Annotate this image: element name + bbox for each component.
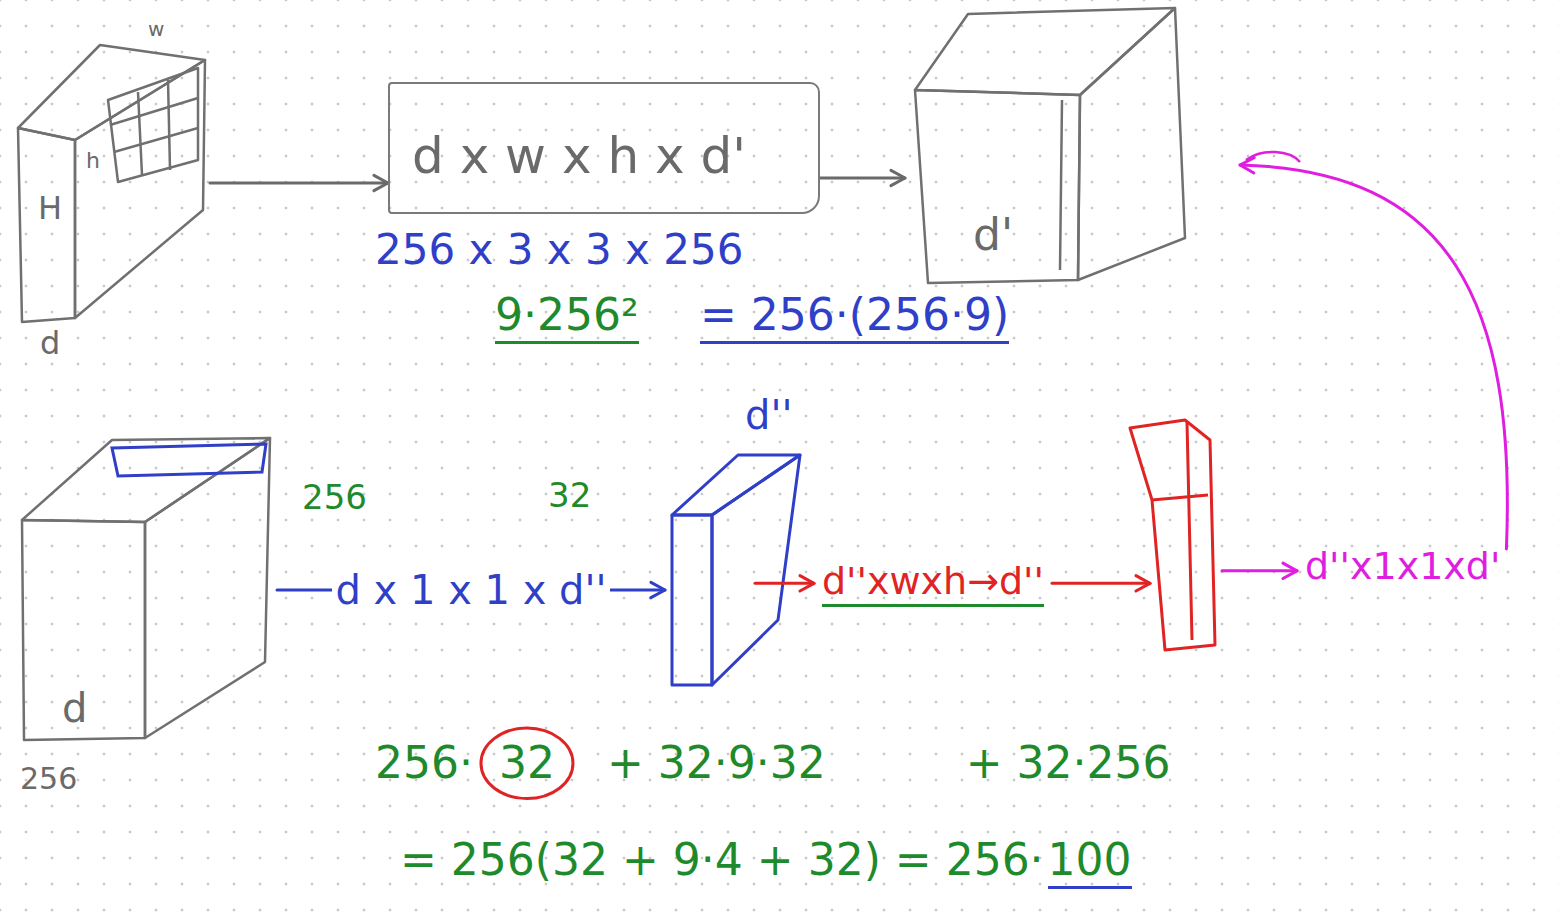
arrow-head xyxy=(891,170,905,185)
conv-shape: d''xwxh→d'' xyxy=(822,560,1044,607)
filter-shape: d x w x h x d' xyxy=(412,128,746,186)
axis-letter: w xyxy=(148,18,164,41)
connector-line xyxy=(210,182,388,185)
reduced-volume xyxy=(672,455,800,685)
curve-line xyxy=(1240,165,1507,549)
depth-value: 256 xyxy=(20,762,77,797)
curve-loop xyxy=(1246,152,1300,162)
input-volume: Hd xyxy=(15,40,210,360)
feedback-curve xyxy=(1240,152,1507,549)
output-volume xyxy=(915,8,1185,283)
arrow-line xyxy=(1052,582,1150,585)
arrow-head xyxy=(651,582,665,597)
depth-label: d xyxy=(62,685,87,731)
equation-result: = 256(32 + 9·4 + 32) = 256· xyxy=(400,835,1044,886)
arrow-line xyxy=(1222,569,1297,572)
equation-term: + 32·9·32 xyxy=(607,738,826,789)
input-volume xyxy=(22,438,270,740)
flow-arrow xyxy=(755,576,814,591)
depth-label: d xyxy=(40,325,60,362)
input-volume xyxy=(18,45,205,322)
arrow-head xyxy=(800,576,814,591)
filter-size: 256 x 3 x 3 x 256 xyxy=(375,226,743,274)
arrow-head xyxy=(374,175,388,190)
equation-result: 100 xyxy=(1048,835,1132,889)
equation-term: 256· xyxy=(375,738,473,789)
highlight-circle xyxy=(481,728,573,799)
output-volume: d' xyxy=(905,5,1190,285)
filter-box: d x w x h x d' xyxy=(388,82,820,214)
depth-label: d'' xyxy=(745,392,792,438)
arrow-head xyxy=(1136,576,1150,591)
dimension-letter: H xyxy=(38,190,62,227)
conv-shape: d''x1x1xd' xyxy=(1305,545,1500,589)
kernel-strip xyxy=(112,444,266,476)
depth-label: d' xyxy=(973,210,1013,261)
connector-line xyxy=(820,177,905,180)
arrow-line xyxy=(755,582,814,585)
edge-label: d x 1 x 1 x d'' xyxy=(332,567,611,613)
arrow-connector xyxy=(820,170,905,185)
flow-arrow xyxy=(1222,563,1297,578)
equation-row: 256· 32 + 32·9·32 + 32·256 xyxy=(375,738,1171,789)
equation-row: = 256(32 + 9·4 + 32) = 256·100 xyxy=(400,835,1132,889)
param-count: 9·256² xyxy=(495,290,639,344)
reduced-volume: d'' xyxy=(665,392,805,690)
channel-count: 32 xyxy=(548,476,591,515)
channel-count: 256 xyxy=(302,478,367,517)
conv-volume xyxy=(1130,420,1215,650)
equation-term: 32 xyxy=(499,738,555,789)
equation-term: + 32·256 xyxy=(966,738,1171,789)
param-count: = 256·(256·9) xyxy=(700,290,1009,344)
arrow-head xyxy=(1283,563,1297,578)
input-volume: d 256 xyxy=(15,430,277,802)
arrow-connector xyxy=(210,175,388,190)
axis-letter: h xyxy=(86,148,100,173)
flow-arrow xyxy=(1052,576,1150,591)
